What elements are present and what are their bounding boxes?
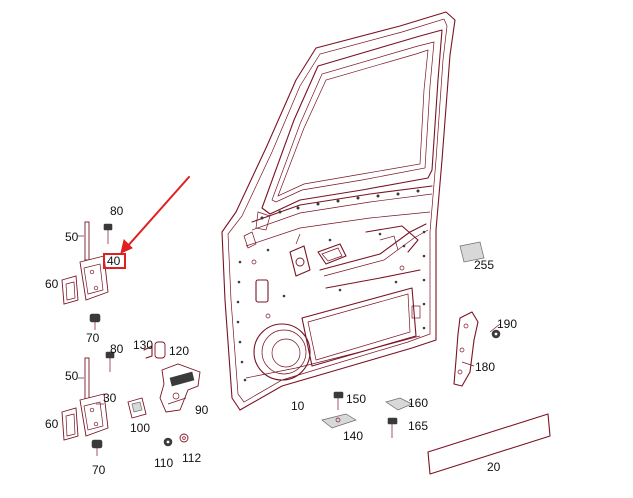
plate-160 bbox=[385, 397, 413, 411]
label-90: 90 bbox=[195, 403, 209, 417]
label-60-lower: 60 bbox=[45, 417, 59, 431]
nut-190 bbox=[491, 329, 501, 339]
label-50-upper: 50 bbox=[65, 230, 79, 244]
label-60-upper: 60 bbox=[45, 277, 59, 291]
label-50-lower: 50 bbox=[65, 369, 79, 383]
highlight-box-40 bbox=[103, 253, 126, 269]
door-trim-strip bbox=[427, 413, 551, 475]
bolt-165 bbox=[387, 417, 398, 438]
label-80-upper: 80 bbox=[110, 204, 124, 218]
label-165: 165 bbox=[408, 419, 428, 433]
label-70-lower: 70 bbox=[92, 463, 106, 477]
washer-112 bbox=[179, 433, 189, 443]
door-shell bbox=[221, 11, 456, 411]
label-100: 100 bbox=[130, 421, 150, 435]
door-check-strap bbox=[453, 311, 479, 387]
label-130: 130 bbox=[133, 338, 153, 352]
highlight-arrow bbox=[120, 176, 190, 254]
label-20: 20 bbox=[487, 460, 501, 474]
label-40: 40 bbox=[107, 254, 121, 268]
label-10: 10 bbox=[291, 399, 305, 413]
label-160: 160 bbox=[408, 396, 428, 410]
leader-lines bbox=[78, 235, 501, 405]
label-150: 150 bbox=[346, 392, 366, 406]
speaker-opening bbox=[253, 323, 311, 381]
part-labels: 10 20 30 40 50 50 60 60 70 70 80 80 90 1… bbox=[45, 204, 517, 477]
upper-hinge-group bbox=[61, 221, 113, 330]
label-70-upper: 70 bbox=[86, 331, 100, 345]
lower-hinge-group bbox=[61, 351, 115, 456]
label-110: 110 bbox=[154, 456, 173, 470]
label-140: 140 bbox=[343, 429, 363, 443]
bolt-80-upper bbox=[103, 223, 113, 244]
check-assembly bbox=[127, 341, 201, 447]
label-plate bbox=[459, 241, 485, 263]
bolt-70-upper bbox=[89, 313, 101, 330]
bolt-80-lower bbox=[105, 351, 115, 372]
bolt-70-lower bbox=[91, 439, 103, 456]
label-112: 112 bbox=[182, 451, 201, 465]
washer-110 bbox=[163, 437, 173, 447]
label-255: 255 bbox=[474, 258, 494, 272]
label-180: 180 bbox=[475, 360, 495, 374]
bolt-150 bbox=[333, 391, 344, 410]
bracket-140 bbox=[321, 413, 357, 429]
label-190: 190 bbox=[497, 317, 517, 331]
label-80-lower: 80 bbox=[110, 342, 124, 356]
label-30: 30 bbox=[103, 391, 117, 405]
label-120: 120 bbox=[169, 344, 189, 358]
